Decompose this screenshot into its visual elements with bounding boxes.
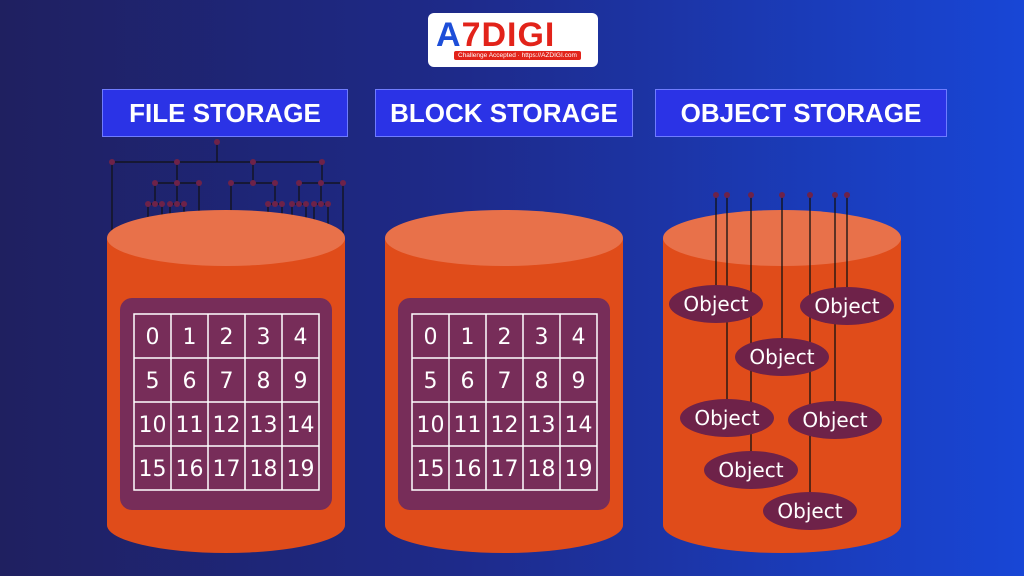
block-grid-cell-16: 16 — [454, 457, 482, 482]
tree-node — [325, 201, 331, 207]
tree-node — [318, 180, 324, 186]
file-grid-cell-18: 18 — [250, 457, 278, 482]
azdigi-logo: A7DIGI Challenge Accepted · https://AZDI… — [428, 13, 598, 67]
object-bubble-3: Object — [735, 338, 829, 376]
file-grid-cell-15: 15 — [139, 457, 167, 482]
tree-node — [272, 201, 278, 207]
tree-node — [318, 201, 324, 207]
block-grid-cell-0: 0 — [424, 325, 438, 350]
object-bubble-1: Object — [669, 285, 763, 323]
object-storage-title: OBJECT STORAGE — [655, 89, 947, 137]
object-label: Object — [694, 406, 759, 430]
block-grid-cell-7: 7 — [498, 369, 512, 394]
tree-node — [265, 201, 271, 207]
tree-node — [250, 180, 256, 186]
block-grid-cell-14: 14 — [565, 413, 593, 438]
object-label: Object — [749, 345, 814, 369]
file-storage-title: FILE STORAGE — [102, 89, 348, 137]
object-bubble-6: Object — [704, 451, 798, 489]
tree-node — [228, 180, 234, 186]
block-grid-cell-8: 8 — [535, 369, 549, 394]
tree-node — [159, 201, 165, 207]
block-grid-cell-12: 12 — [491, 413, 519, 438]
file-grid-cell-2: 2 — [220, 325, 234, 350]
tree-node — [311, 201, 317, 207]
file-grid-cell-4: 4 — [294, 325, 308, 350]
file-grid-cell-3: 3 — [257, 325, 271, 350]
object-label: Object — [814, 294, 879, 318]
tree-node — [272, 180, 278, 186]
block-grid-cell-6: 6 — [461, 369, 475, 394]
block-storage-title: BLOCK STORAGE — [375, 89, 633, 137]
object-label: Object — [777, 499, 842, 523]
tree-node — [174, 201, 180, 207]
block-grid-cell-10: 10 — [417, 413, 445, 438]
file-grid-cell-14: 14 — [287, 413, 315, 438]
block-grid-cell-13: 13 — [528, 413, 556, 438]
tree-node — [109, 159, 115, 165]
block-grid-cell-3: 3 — [535, 325, 549, 350]
file-grid-cell-7: 7 — [220, 369, 234, 394]
object-bubble-2: Object — [800, 287, 894, 325]
tree-node — [296, 201, 302, 207]
block-grid-cell-1: 1 — [461, 325, 475, 350]
file-grid-cell-8: 8 — [257, 369, 271, 394]
file-grid-cell-13: 13 — [250, 413, 278, 438]
block-grid-cell-11: 11 — [454, 413, 482, 438]
block-grid-cell-2: 2 — [498, 325, 512, 350]
file-grid-cell-9: 9 — [294, 369, 308, 394]
tree-node — [196, 180, 202, 186]
block-grid-panel — [398, 298, 610, 510]
tree-node — [214, 139, 220, 145]
file-grid-panel — [120, 298, 332, 510]
tree-node — [152, 201, 158, 207]
tree-node — [289, 201, 295, 207]
file-grid-cell-1: 1 — [183, 325, 197, 350]
file-grid-cell-19: 19 — [287, 457, 315, 482]
tree-node — [181, 201, 187, 207]
file-grid-cell-12: 12 — [213, 413, 241, 438]
file-grid-cell-16: 16 — [176, 457, 204, 482]
file-grid-cell-11: 11 — [176, 413, 204, 438]
file-tree-nodes — [109, 139, 346, 207]
object-bubble-7: Object — [763, 492, 857, 530]
block-grid-cell-15: 15 — [417, 457, 445, 482]
block-grid-cell-9: 9 — [572, 369, 586, 394]
file-grid-cell-5: 5 — [146, 369, 160, 394]
object-bubble-5: Object — [788, 401, 882, 439]
block-grid-cell-4: 4 — [572, 325, 586, 350]
tree-node — [174, 159, 180, 165]
object-label: Object — [718, 458, 783, 482]
tree-node — [340, 180, 346, 186]
block-grid-cell-19: 19 — [565, 457, 593, 482]
tree-node — [250, 159, 256, 165]
file-grid-cell-10: 10 — [139, 413, 167, 438]
block-grid-cell-18: 18 — [528, 457, 556, 482]
tree-node — [303, 201, 309, 207]
tree-node — [279, 201, 285, 207]
file-grid-cell-0: 0 — [146, 325, 160, 350]
object-bubble-4: Object — [680, 399, 774, 437]
tree-node — [152, 180, 158, 186]
tree-node — [145, 201, 151, 207]
file-grid-cell-17: 17 — [213, 457, 241, 482]
object-label: Object — [683, 292, 748, 316]
logo-tagline: Challenge Accepted · https://AZDIGI.com — [454, 51, 581, 60]
block-grid-cell-17: 17 — [491, 457, 519, 482]
object-line-nodes — [713, 192, 850, 198]
tree-node — [319, 159, 325, 165]
tree-node — [167, 201, 173, 207]
tree-node — [296, 180, 302, 186]
file-grid-cell-6: 6 — [183, 369, 197, 394]
object-label: Object — [802, 408, 867, 432]
tree-node — [174, 180, 180, 186]
block-grid-cell-5: 5 — [424, 369, 438, 394]
logo-wordmark: A7DIGI — [436, 16, 556, 54]
